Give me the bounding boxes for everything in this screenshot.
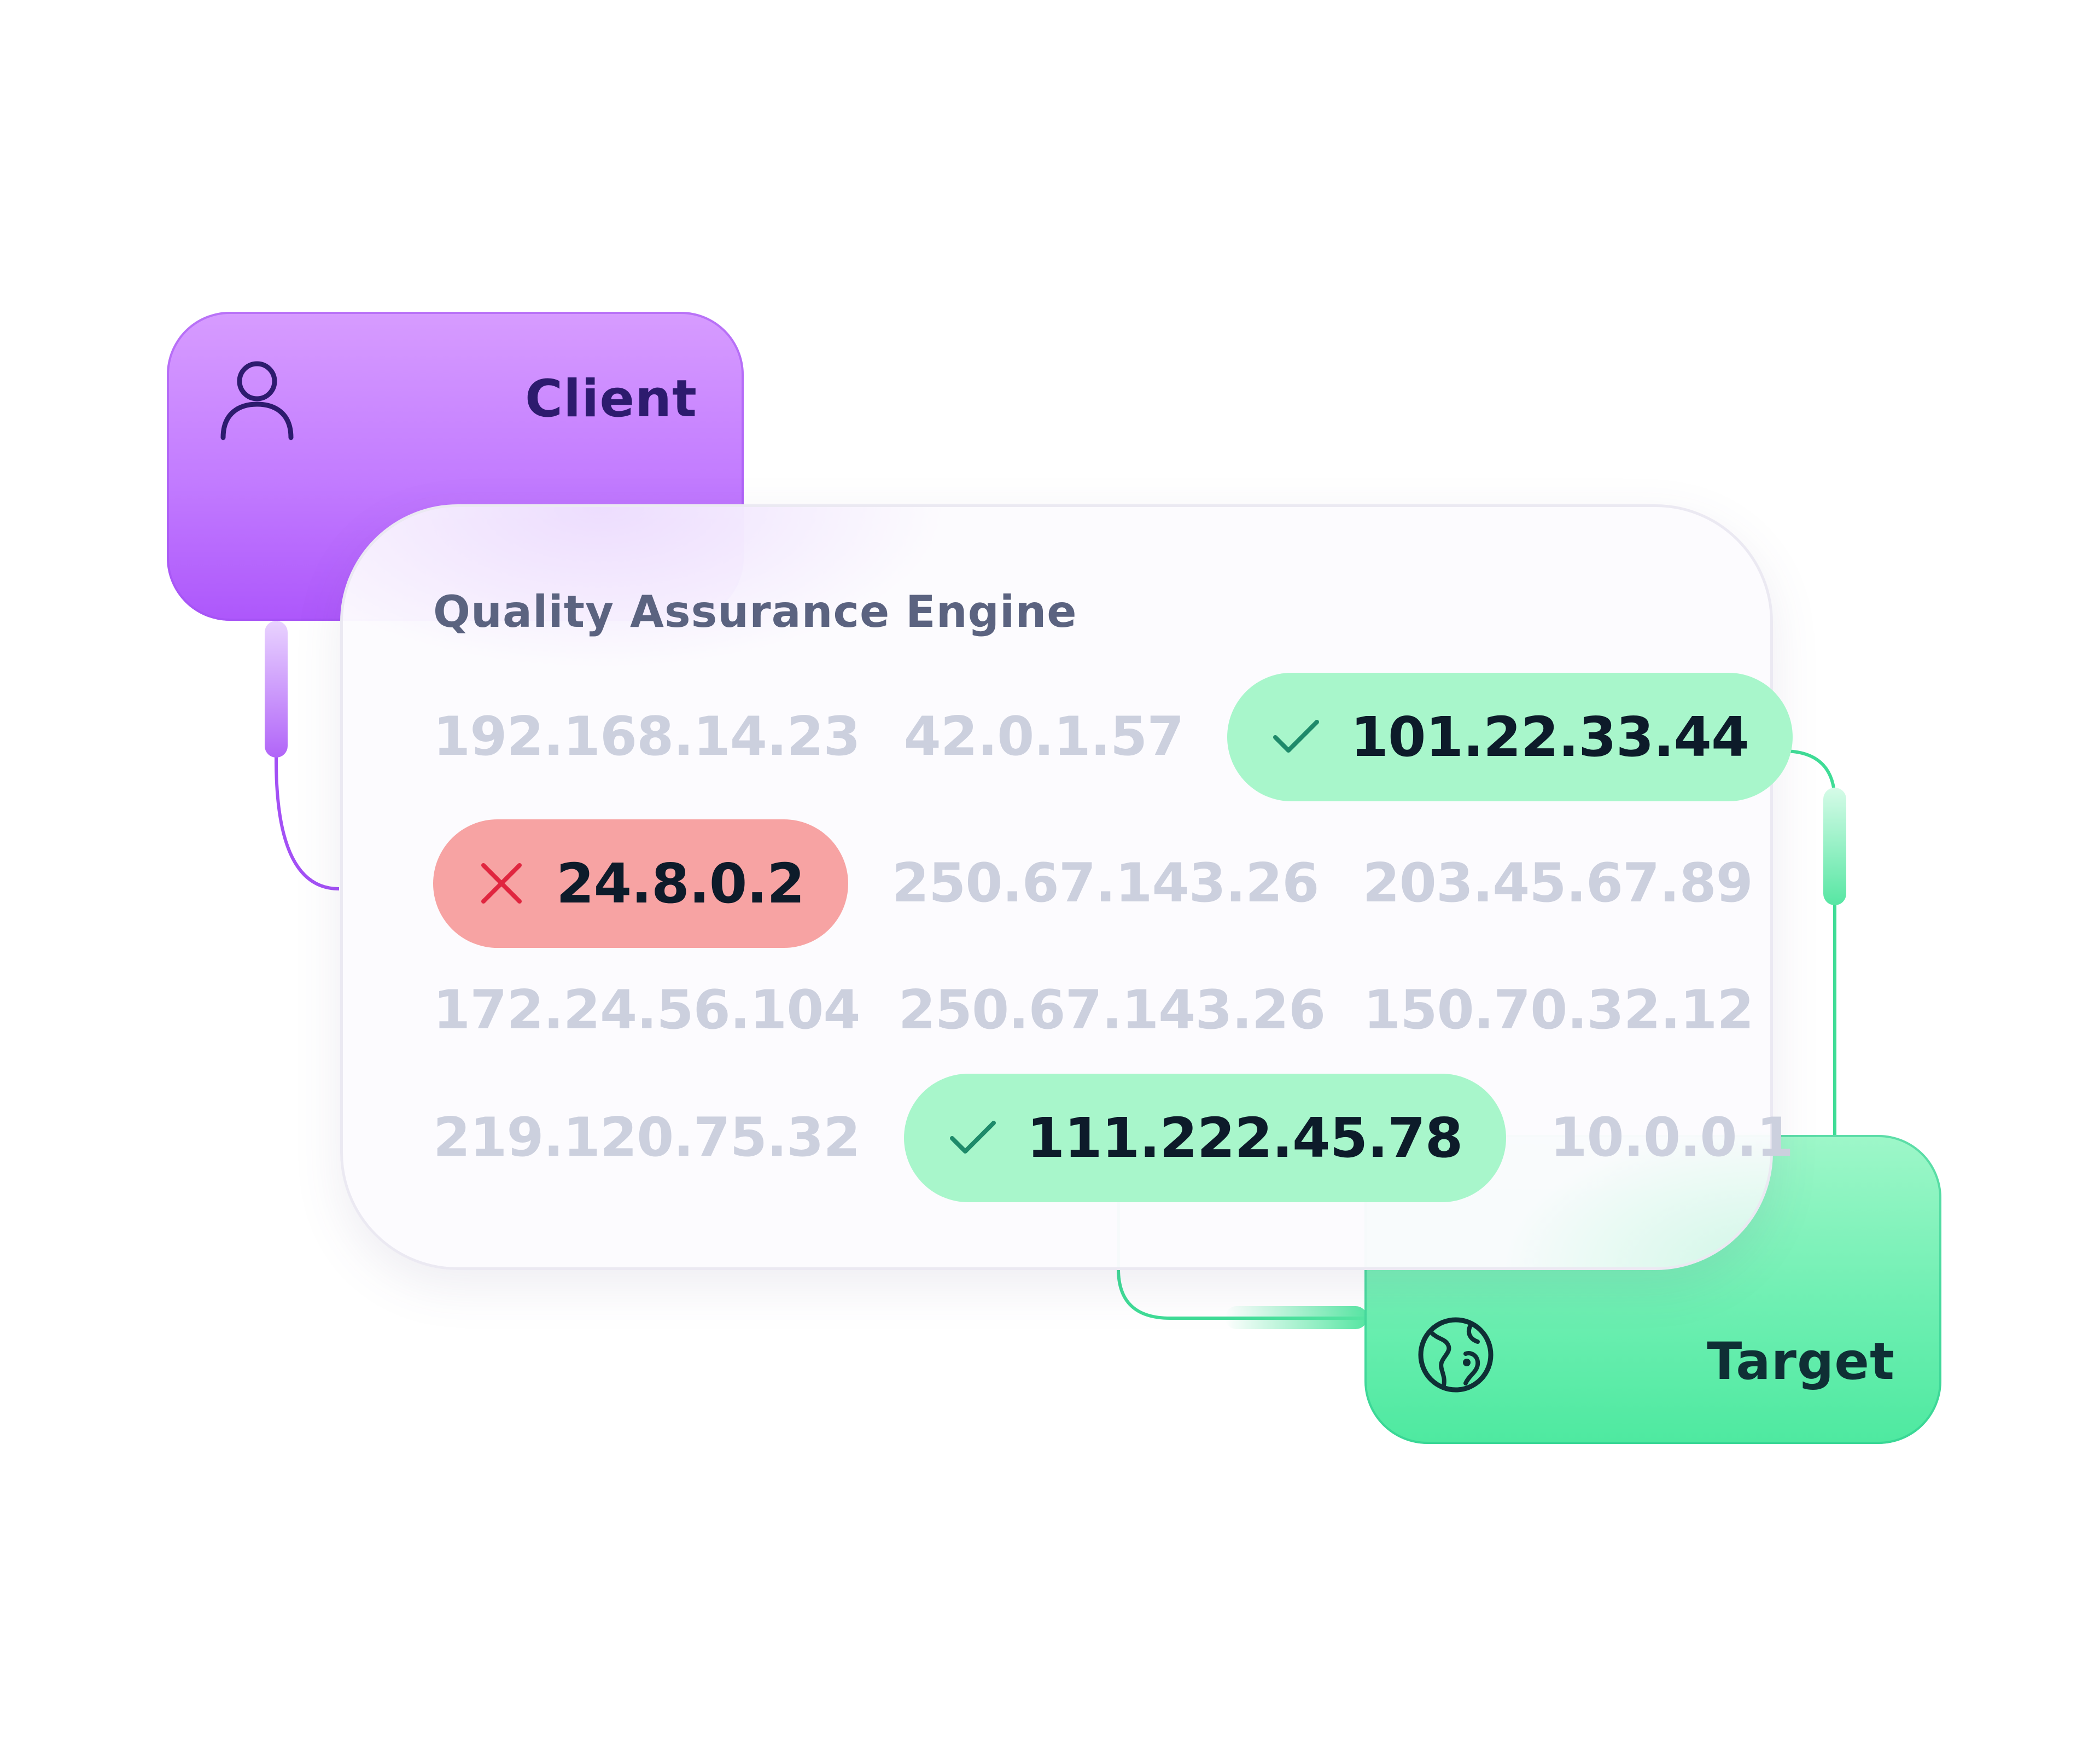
ip-chip-rejected: 24.8.0.2 [433, 819, 848, 948]
ip-address: 250.67.143.26 [898, 979, 1326, 1041]
ip-address: 111.222.45.78 [1026, 1105, 1463, 1170]
ip-address: 10.0.0.1 [1550, 1107, 1794, 1169]
target-connector-bottom [1117, 1201, 1367, 1320]
ip-address: 219.120.75.32 [433, 1107, 861, 1169]
ip-row: 24.8.0.2 250.67.143.26 203.45.67.89 [433, 818, 1796, 949]
client-connector-stub [265, 621, 288, 758]
close-icon [481, 863, 522, 904]
check-icon [949, 1121, 996, 1154]
ip-address: 150.70.32.12 [1363, 979, 1754, 1041]
ip-address: 192.168.14.23 [433, 706, 861, 768]
engine-title: Quality Assurance Engine [433, 586, 1077, 637]
ip-address: 172.24.56.104 [433, 979, 861, 1041]
ip-chip-approved: 111.222.45.78 [903, 1073, 1507, 1202]
ip-address: 203.45.67.89 [1362, 852, 1753, 915]
globe-icon [1418, 1317, 1494, 1393]
client-connector [275, 621, 340, 890]
user-icon [220, 361, 294, 440]
ip-chip-approved: 101.22.33.44 [1227, 672, 1793, 801]
client-label: Client [524, 369, 697, 429]
ip-address: 250.67.143.26 [891, 852, 1320, 915]
ip-row: 219.120.75.32 111.222.45.78 10.0.0.1 [433, 1072, 1837, 1203]
ip-address: 24.8.0.2 [556, 851, 805, 916]
target-connector-fade [1225, 1306, 1367, 1329]
target-label: Target [1707, 1332, 1895, 1391]
target-connector-stub [1823, 788, 1846, 905]
ip-row: 192.168.14.23 42.0.1.57 101.22.33.44 [433, 671, 1836, 802]
ip-address: 101.22.33.44 [1350, 704, 1749, 769]
ip-address: 42.0.1.57 [903, 706, 1185, 768]
qa-engine-panel: Quality Assurance Engine 192.168.14.23 4… [340, 504, 1794, 1270]
check-icon [1273, 720, 1320, 753]
ip-row: 172.24.56.104 250.67.143.26 150.70.32.12 [433, 945, 1798, 1076]
